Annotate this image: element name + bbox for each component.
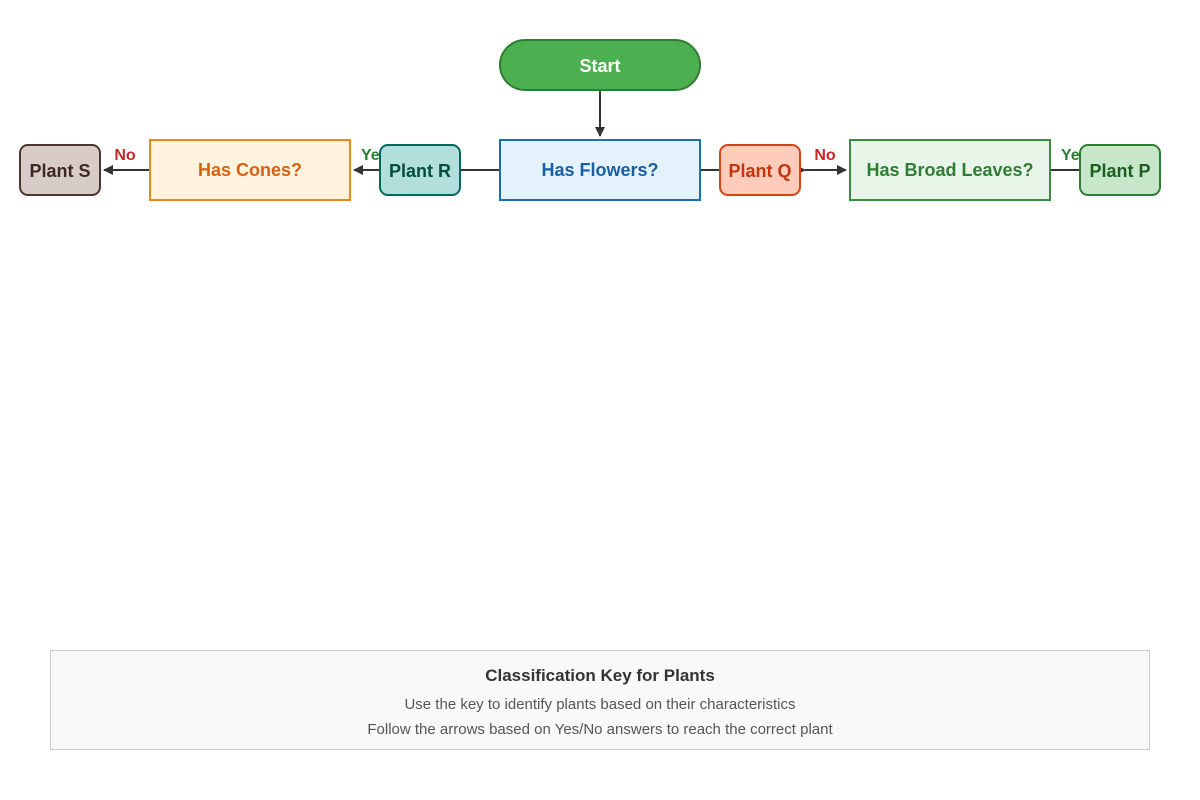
has-broad-leaves-node-label: Has Broad Leaves? (866, 160, 1033, 180)
legend-title: Classification Key for Plants (485, 666, 715, 685)
start-node-label: Start (579, 56, 620, 76)
plant-s-node-label: Plant S (29, 161, 90, 181)
has-cones-node: Has Cones? (149, 139, 351, 201)
edge-label-yes-right: Ye (1061, 147, 1080, 164)
plant-q-node-shape (719, 144, 801, 196)
has-broad-leaves-node-shape (849, 139, 1051, 201)
has-cones-node-shape (149, 139, 351, 201)
start-node-shape (499, 39, 701, 91)
has-cones-node-label: Has Cones? (198, 160, 302, 180)
plant-q-node-label: Plant Q (728, 161, 791, 181)
edges (103, 90, 1080, 175)
legend-instructions-line-1: Use the key to identify plants based on … (404, 696, 796, 713)
legend-instructions-line-2: Follow the arrows based on Yes/No answer… (367, 721, 833, 738)
plant-s-node: Plant S (19, 144, 101, 196)
plant-r-node-label: Plant R (389, 161, 451, 181)
plant-r-node-shape (379, 144, 461, 196)
plant-r-node: Plant R (379, 144, 461, 196)
has-flowers-node-label: Has Flowers? (541, 160, 658, 180)
plant-p-node-label: Plant P (1089, 161, 1150, 181)
has-flowers-node-shape (499, 139, 701, 201)
legend-box: Classification Key for Plants Use the ke… (50, 650, 1150, 750)
plant-q-node: Plant Q (719, 144, 801, 196)
edge-label-yes-left: Ye (361, 147, 380, 164)
plant-p-node-shape (1079, 144, 1161, 196)
edge-label-no-left: No (114, 147, 136, 164)
edge-label-no-right: No (814, 147, 836, 164)
plant-s-node-shape (19, 144, 101, 196)
has-flowers-node: Has Flowers? (499, 139, 701, 201)
plant-p-node: Plant P (1079, 144, 1161, 196)
start-node: Start (499, 39, 701, 91)
has-broad-leaves-node: Has Broad Leaves? (849, 139, 1051, 201)
